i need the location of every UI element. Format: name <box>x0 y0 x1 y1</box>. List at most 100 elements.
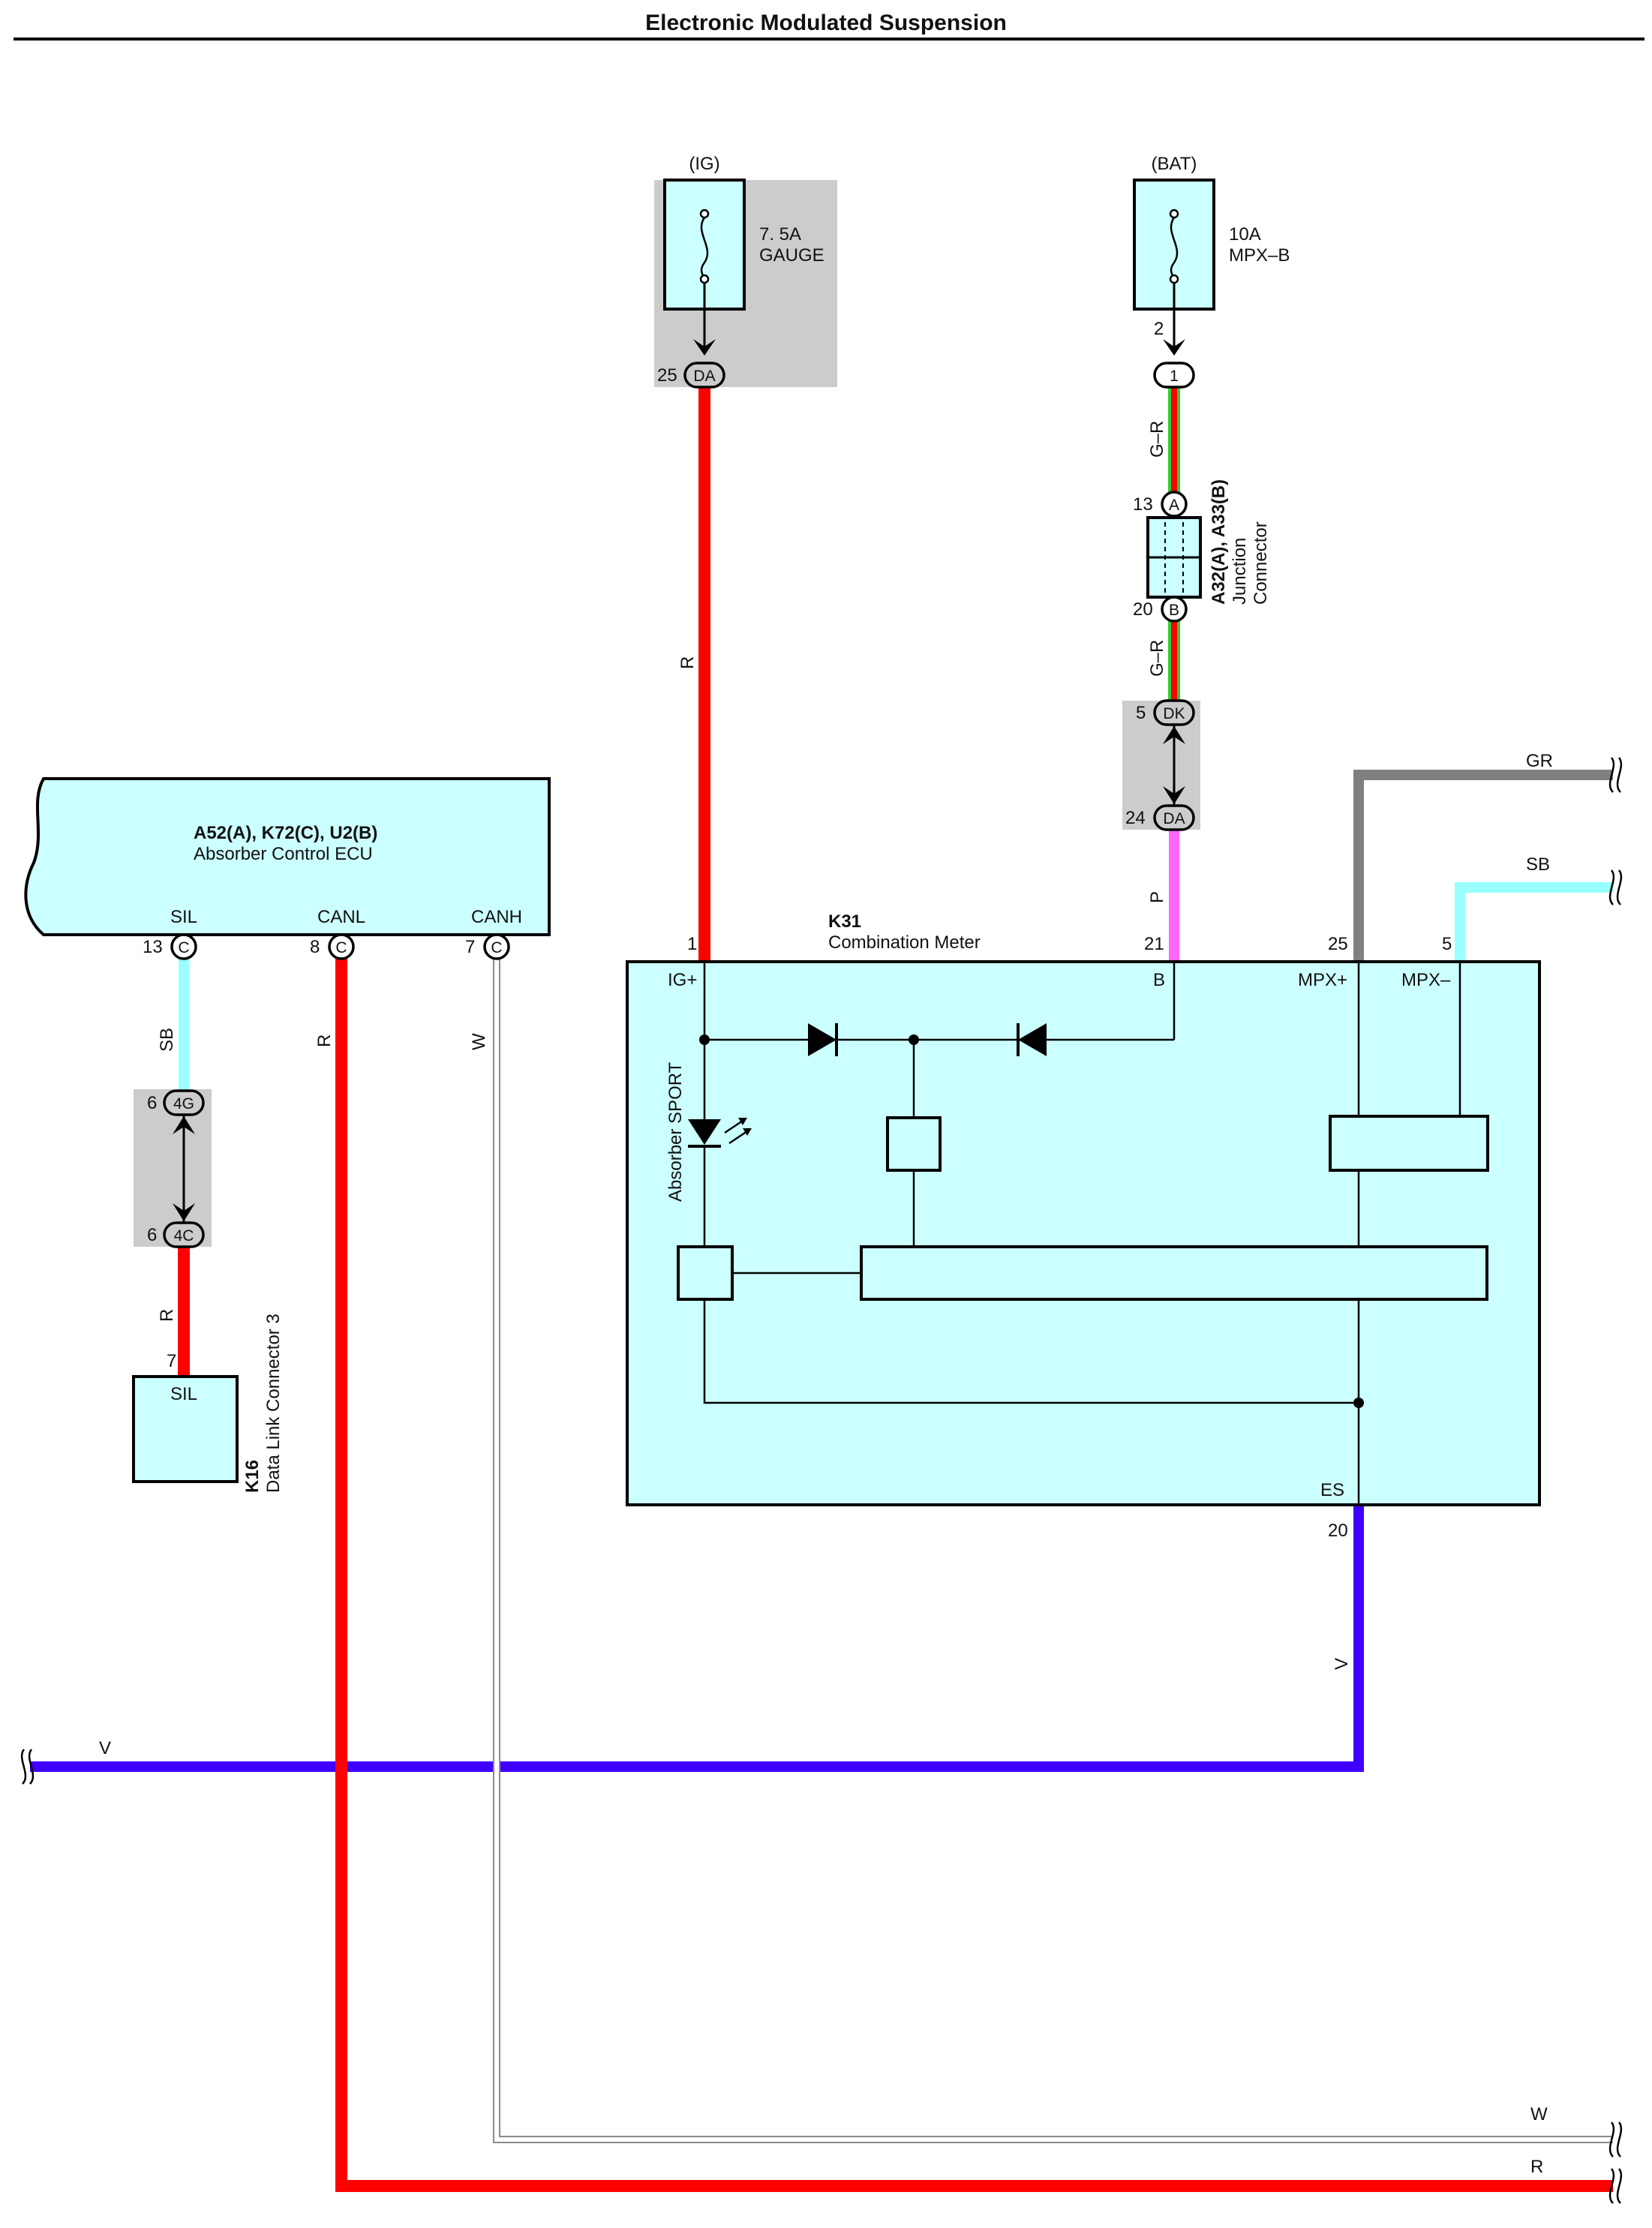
wire-break-icon <box>1608 757 1623 793</box>
ecu-pin-canl: 8 <box>310 937 320 957</box>
ecu-pin-canh: 7 <box>465 937 475 957</box>
meter-block-sport <box>677 1245 734 1301</box>
wire-label-bus-r: R <box>1530 2157 1543 2177</box>
diode-icon <box>808 1023 838 1056</box>
wire-label-bus-w: W <box>1530 2104 1548 2124</box>
meter-pin-b: 21 <box>1144 934 1164 954</box>
absorber-ecu-body <box>24 777 551 936</box>
wire-g-r-bottom <box>1168 620 1180 705</box>
wire-es-v <box>30 1503 1364 1772</box>
meter-block-cpu <box>860 1245 1488 1301</box>
wire-g-r-top <box>1168 384 1180 494</box>
connector-4g: 4G <box>163 1089 205 1116</box>
ecu-id: A52(A), K72(C), U2(B) <box>194 823 377 843</box>
connector-4g-label: 4G <box>173 1095 194 1112</box>
combination-meter-body <box>626 960 1541 1506</box>
fuse-gauge-rating: 7. 5A <box>759 224 801 245</box>
led-icon <box>688 1118 752 1148</box>
connector-dk-pin: 5 <box>1136 703 1146 723</box>
connector-dk: DK <box>1153 699 1195 726</box>
meter-pin-mpx-minus: 5 <box>1442 934 1452 954</box>
meter-terminal-ig: IG+ <box>668 970 697 990</box>
junction-name-2: Connector <box>1251 521 1271 605</box>
ecu-pin-sil: 13 <box>143 937 163 957</box>
junction-id: A32(A), A33(B) <box>1209 479 1229 605</box>
connector-dk-label: DK <box>1163 705 1185 722</box>
junction-dot <box>1353 1398 1364 1408</box>
junction-conn-b-label: B <box>1169 602 1179 619</box>
ecu-conn-canl-label: C <box>335 939 347 956</box>
ecu-connector-canh <box>483 933 510 960</box>
dlc-body <box>132 1375 239 1483</box>
fuse-mpx-b-name: MPX–B <box>1229 245 1290 266</box>
arrow-down-icon <box>1163 339 1185 356</box>
wire-label-g-r-top: G–R <box>1147 421 1167 458</box>
ecu-terminal-canh: CANH <box>471 907 522 927</box>
wire-break-icon <box>1608 869 1623 905</box>
connector-da-label: DA <box>693 368 715 385</box>
wire-label-sil-sb: SB <box>157 1028 177 1052</box>
meter-block-mpx <box>1329 1115 1489 1172</box>
wire-sb-right <box>1455 882 1613 962</box>
wire-label-gr: GR <box>1526 751 1553 771</box>
wire-label-canl-r: R <box>314 1034 335 1047</box>
connector-da24-label: DA <box>1163 810 1185 827</box>
wire-break-icon <box>1608 2168 1623 2204</box>
ecu-terminal-sil: SIL <box>170 907 197 927</box>
meter-id: K31 <box>828 911 861 932</box>
connector-4g-pin: 6 <box>147 1093 157 1113</box>
fuse-gauge-source: (IG) <box>689 154 719 174</box>
arrow-up-icon <box>173 1116 195 1134</box>
fuse-mpx-b-pin: 2 <box>1154 319 1164 339</box>
meter-terminal-es: ES <box>1320 1480 1344 1500</box>
ecu-connector-canl <box>328 933 355 960</box>
meter-pin-es: 20 <box>1328 1521 1348 1541</box>
meter-pin-ig: 1 <box>687 934 697 954</box>
ecu-conn-sil-label: C <box>178 939 189 956</box>
arrow-down-icon <box>693 339 716 356</box>
wire-gr <box>1353 770 1613 962</box>
ecu-name: Absorber Control ECU <box>194 844 373 864</box>
fuse-gauge-name: GAUGE <box>759 245 824 266</box>
meter-indicator: Absorber SPORT <box>665 1061 686 1202</box>
wire-label-dlc-r: R <box>157 1309 177 1322</box>
junction-pin-b: 20 <box>1133 599 1153 620</box>
meter-internal-circuit <box>703 962 1461 1505</box>
fuse-mpx-b-rating: 10A <box>1229 224 1261 245</box>
dlc-name: Data Link Connector 3 <box>263 1314 284 1493</box>
junction-labels: A32(A), A33(B) Junction Connector <box>1209 479 1271 605</box>
junction-connector-b <box>1161 596 1188 623</box>
ecu-terminal-canl: CANL <box>317 907 365 927</box>
wire-label-sb-right: SB <box>1526 854 1550 875</box>
wire-label-ig-r: R <box>677 656 698 669</box>
junction-conn-a-label: A <box>1169 497 1179 514</box>
dlc-terminal: SIL <box>170 1384 197 1404</box>
fuse-gauge <box>654 179 837 387</box>
meter-indicator-label: Absorber SPORT <box>665 1061 686 1202</box>
wire-break-icon <box>1608 2121 1623 2157</box>
wire-label-bus-v: V <box>99 1738 111 1758</box>
wire-canl-r <box>335 959 1613 2192</box>
wire-canh-w <box>493 959 1613 2143</box>
dlc-labels: K16 Data Link Connector 3 <box>242 1314 284 1493</box>
ecu-connector-sil <box>170 933 197 960</box>
connector-1: 1 <box>1153 362 1195 389</box>
connector-4c-label: 4C <box>174 1227 194 1245</box>
wire-label-p: P <box>1147 891 1167 903</box>
wire-label-es-v: V <box>1332 1658 1352 1670</box>
wire-label-canh-w: W <box>469 1033 489 1050</box>
arrow-up-icon <box>1163 726 1185 744</box>
arrow-down-icon <box>1163 786 1185 804</box>
fuse-mpx-b <box>1133 179 1215 356</box>
meter-terminal-mpx-minus: MPX– <box>1401 970 1451 990</box>
ecu-conn-canh-label: C <box>491 939 502 956</box>
connector-1-label: 1 <box>1170 368 1179 385</box>
meter-terminal-b: B <box>1153 970 1165 990</box>
fuse-mpx-b-source: (BAT) <box>1152 154 1197 174</box>
connector-da-24: DA <box>1153 804 1195 831</box>
junction-pin-a: 13 <box>1133 494 1153 515</box>
meter-block-small <box>886 1116 942 1172</box>
connector-da-25: DA <box>683 362 725 389</box>
junction-dot <box>909 1034 919 1045</box>
